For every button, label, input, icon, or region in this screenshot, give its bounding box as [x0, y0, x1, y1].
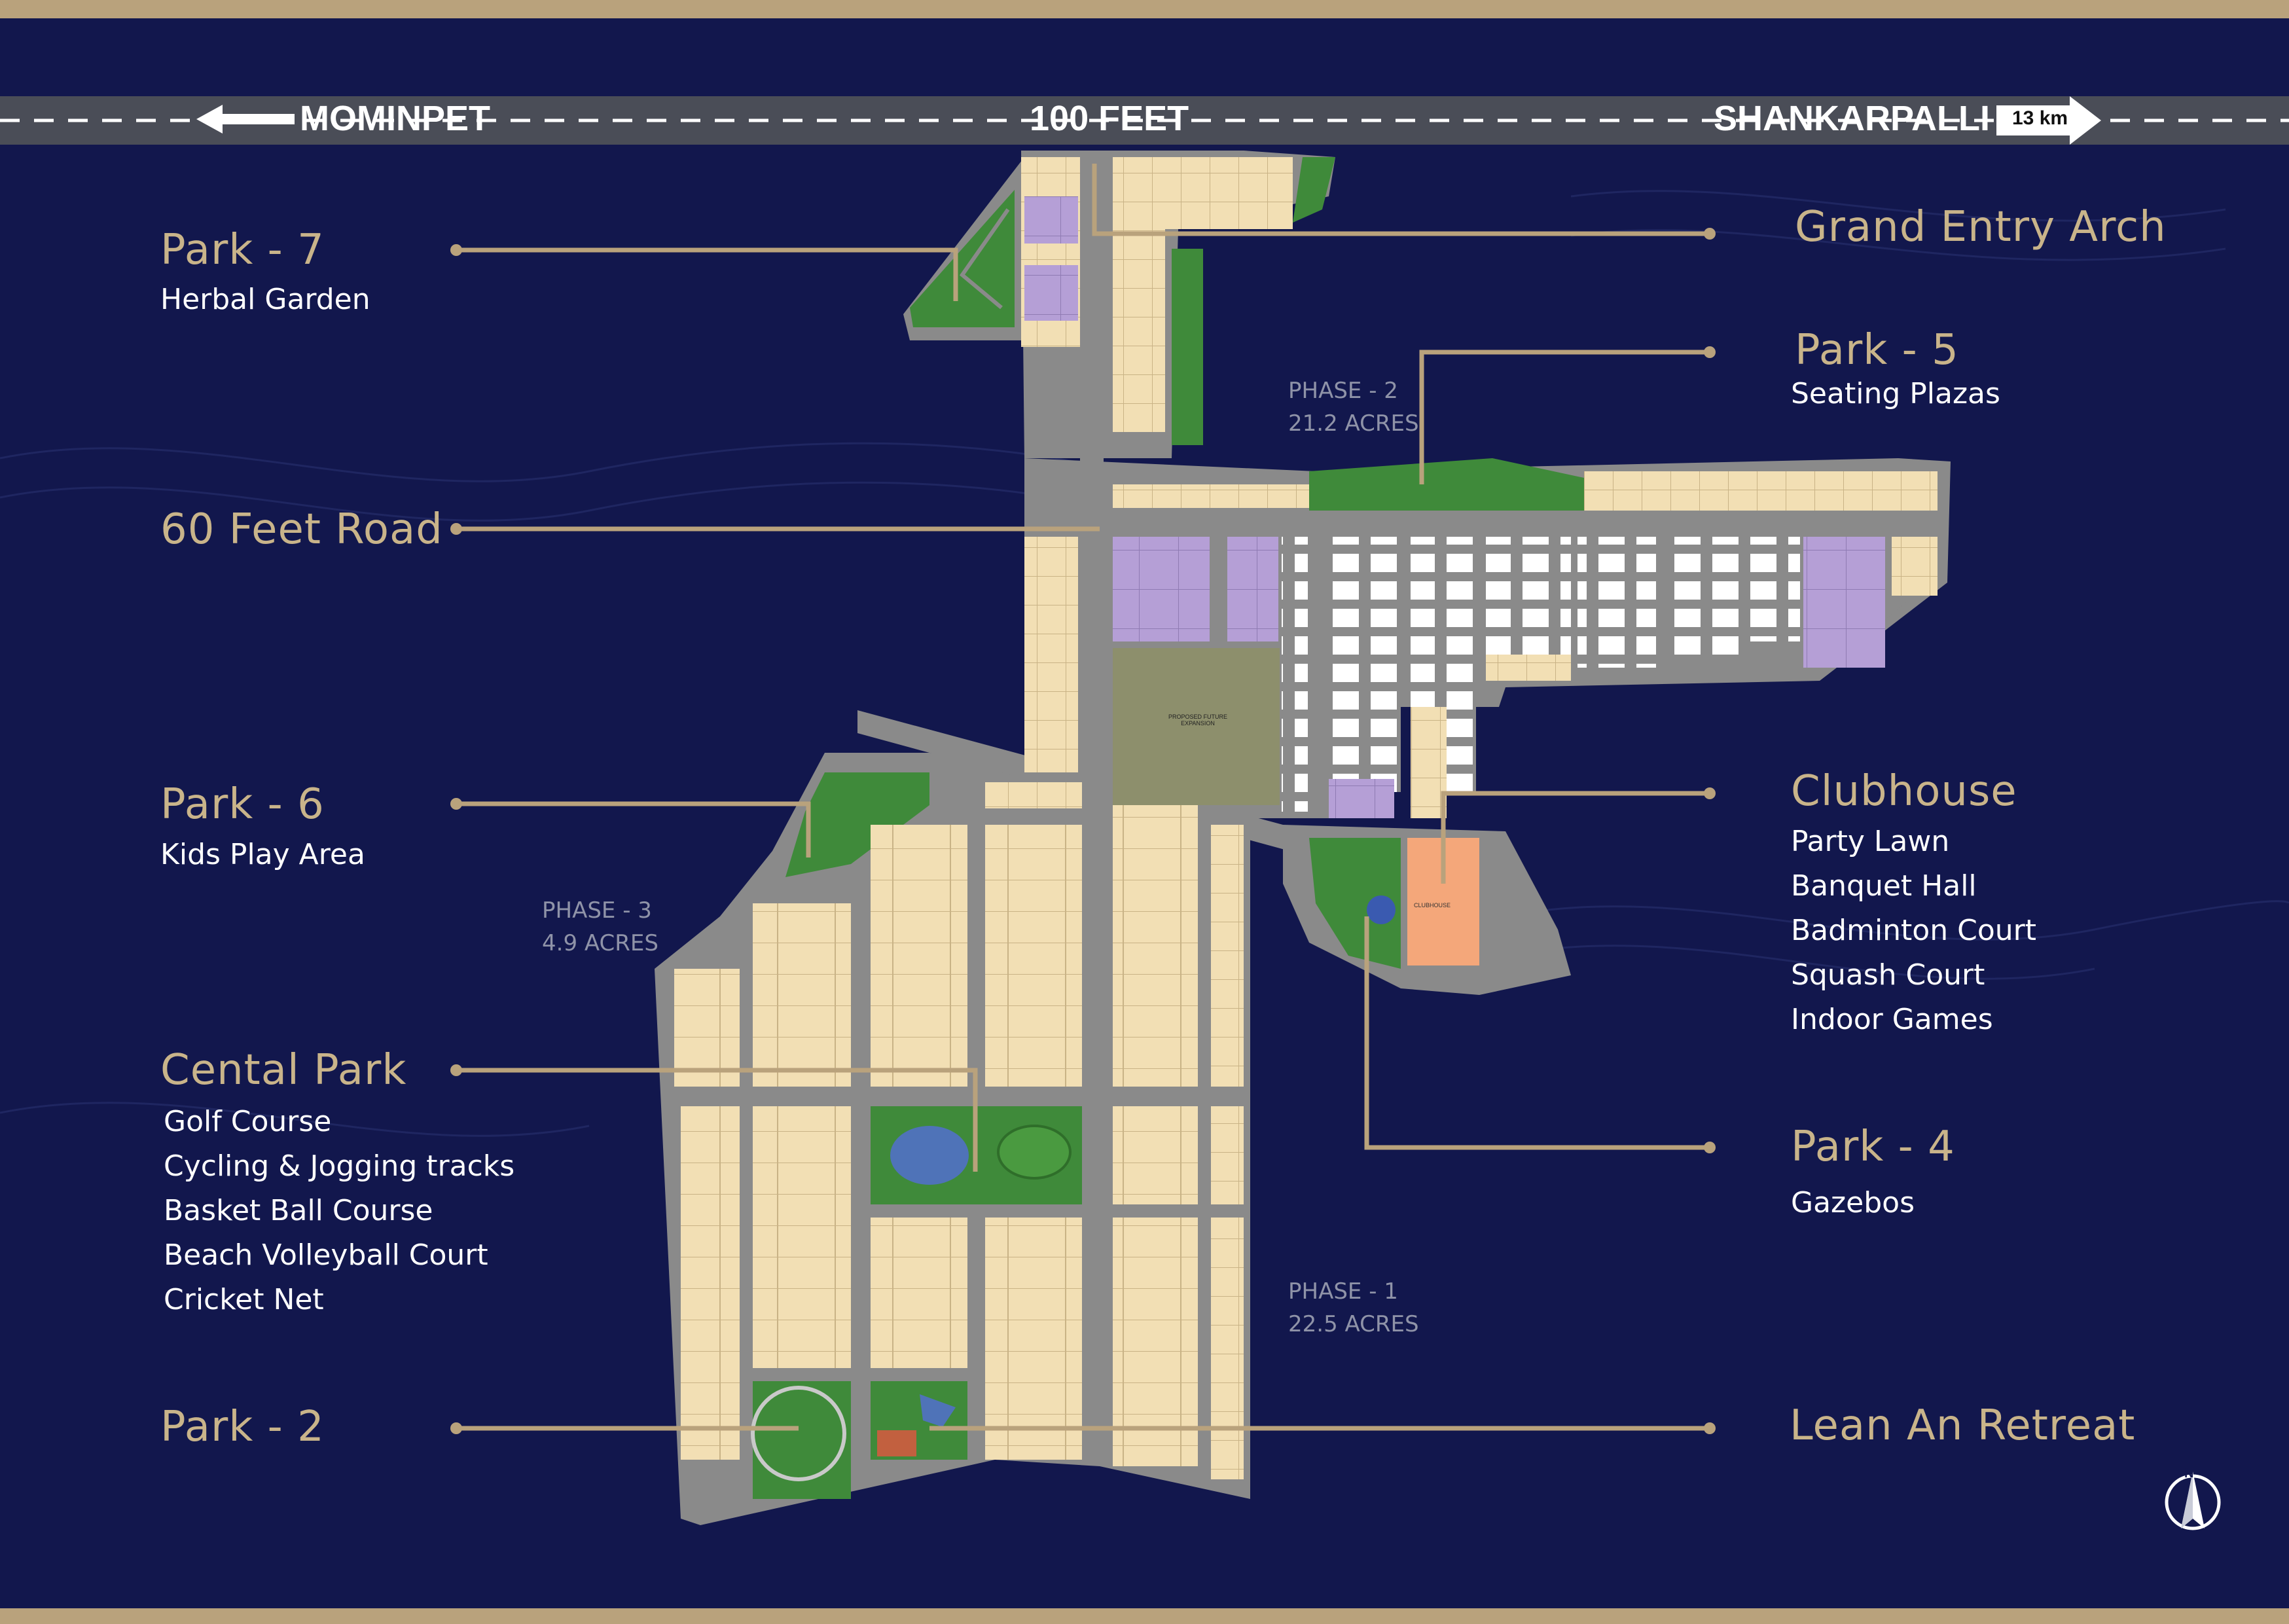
future-expansion-label: PROPOSED FUTURE EXPANSION: [1168, 713, 1227, 727]
central-park-feature: Golf Course: [164, 1105, 332, 1138]
park-6-area: [785, 772, 929, 877]
road-label-mominpet: MOMINPET: [300, 99, 490, 138]
park-6-title: Park - 6: [160, 780, 325, 829]
clubhouse-feature: Badminton Court: [1791, 914, 2036, 947]
road-label-100-feet: 100 FEET: [1030, 99, 1189, 138]
park-4-title: Park - 4: [1791, 1123, 1955, 1171]
park-5-title: Park - 5: [1795, 326, 1959, 374]
road-60-feet-title: 60 Feet Road: [160, 505, 443, 554]
north-compass-icon: [2165, 1471, 2221, 1530]
central-park-title: Cental Park: [160, 1046, 407, 1094]
lean-retreat-title: Lean An Retreat: [1790, 1401, 2136, 1450]
phase-3-name: PHASE - 3: [542, 897, 652, 924]
phase-1-name: PHASE - 1: [1288, 1278, 1398, 1305]
arrow-left-icon: [196, 105, 295, 134]
phase-3-area: 4.9 ACRES: [542, 930, 658, 956]
clubhouse-feature: Banquet Hall: [1791, 869, 1977, 903]
compass-letter: N: [2184, 1466, 2194, 1481]
clubhouse-feature: Party Lawn: [1791, 825, 1950, 858]
plot-blocks: [674, 782, 1244, 1479]
central-park-feature: Cricket Net: [164, 1283, 324, 1316]
phase-2-area: 21.2 ACRES: [1288, 410, 1419, 437]
park-4-subtitle: Gazebos: [1791, 1186, 1915, 1219]
bottom-border: [0, 1608, 2289, 1624]
park-5-subtitle: Seating Plazas: [1791, 377, 2000, 410]
clubhouse-map-label: CLUBHOUSE: [1414, 902, 1451, 909]
central-park-feature: Basket Ball Course: [164, 1194, 433, 1227]
background-contours: [0, 190, 2289, 1137]
phase-2-name: PHASE - 2: [1288, 378, 1398, 404]
park-7-title: Park - 7: [160, 226, 325, 274]
central-park-feature: Cycling & Jogging tracks: [164, 1149, 515, 1183]
future-expansion: [1113, 648, 1280, 805]
park-7-area: [910, 190, 1015, 327]
clubhouse-title: Clubhouse: [1791, 767, 2017, 816]
top-border: [0, 0, 2289, 18]
central-park-feature: Beach Volleyball Court: [164, 1238, 488, 1272]
park-2-title: Park - 2: [160, 1403, 325, 1451]
road-60-feet: [1080, 151, 1104, 1460]
phase-1-area: 22.5 ACRES: [1288, 1311, 1419, 1337]
clubhouse-feature: Squash Court: [1791, 958, 1985, 992]
road-label-shankarpalli: SHANKARPALLI: [1714, 99, 1990, 138]
grand-entry-arch-title: Grand Entry Arch: [1795, 203, 2167, 251]
clubhouse-feature: Indoor Games: [1791, 1003, 1993, 1036]
distance-badge: 13 km: [2004, 106, 2076, 131]
park-4-area: [1309, 838, 1401, 969]
park-7-subtitle: Herbal Garden: [160, 283, 370, 316]
park-5-area: [1309, 458, 1584, 511]
park-6-subtitle: Kids Play Area: [160, 838, 365, 871]
